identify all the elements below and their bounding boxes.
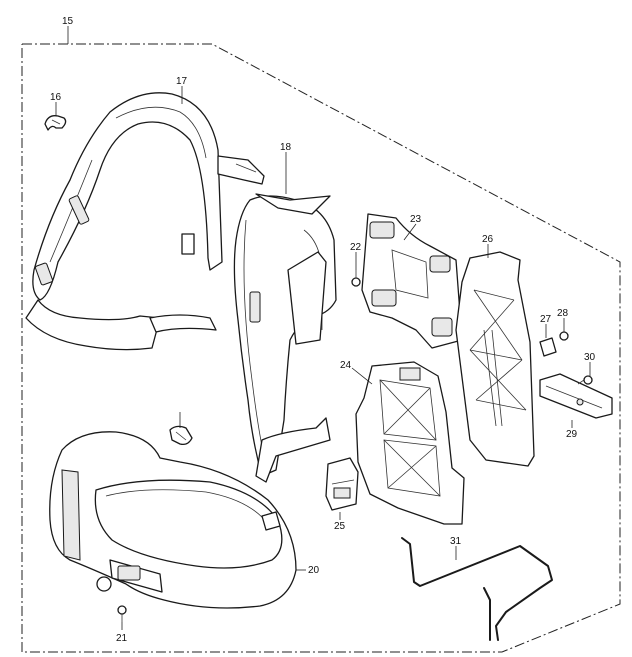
part-20-hip-belt <box>49 431 297 609</box>
callout-31: 31 <box>450 536 462 547</box>
callout-29: 29 <box>566 429 578 440</box>
callout-15: 15 <box>62 16 74 27</box>
callout-27: 27 <box>540 314 552 325</box>
callout-23: 23 <box>410 214 422 225</box>
callout-26: 26 <box>482 234 494 245</box>
part-25-latch <box>325 457 359 511</box>
part-22-screw <box>351 270 361 287</box>
callout-16: 16 <box>50 92 62 103</box>
part-31-wire-frame <box>401 537 553 641</box>
part-27-pad <box>539 337 557 357</box>
leader-23 <box>403 223 417 241</box>
callout-18: 18 <box>280 142 292 153</box>
callout-28: 28 <box>557 308 569 319</box>
part-16-clip <box>44 115 67 131</box>
part-30-screw <box>577 375 593 385</box>
part-24-back-frame <box>355 361 465 525</box>
part-28-nut <box>559 331 569 341</box>
callout-17: 17 <box>176 76 188 87</box>
callout-25: 25 <box>334 521 346 532</box>
part-26-rail-plate <box>455 251 535 467</box>
callout-30: 30 <box>584 352 596 363</box>
callout-20: 20 <box>308 565 320 576</box>
part-17-shoulder-strap <box>25 92 265 351</box>
part-29-slide-bracket <box>539 373 613 419</box>
callout-21: 21 <box>116 633 128 644</box>
part-23-mounting-plate <box>361 213 463 349</box>
callout-22: 22 <box>350 242 362 253</box>
group-boundary <box>21 43 621 653</box>
part-21-screw <box>117 605 127 622</box>
callout-24: 24 <box>340 360 352 371</box>
leader-24 <box>351 367 373 385</box>
part-19-clip <box>169 425 193 446</box>
part-18-shoulder-strap <box>233 193 337 483</box>
